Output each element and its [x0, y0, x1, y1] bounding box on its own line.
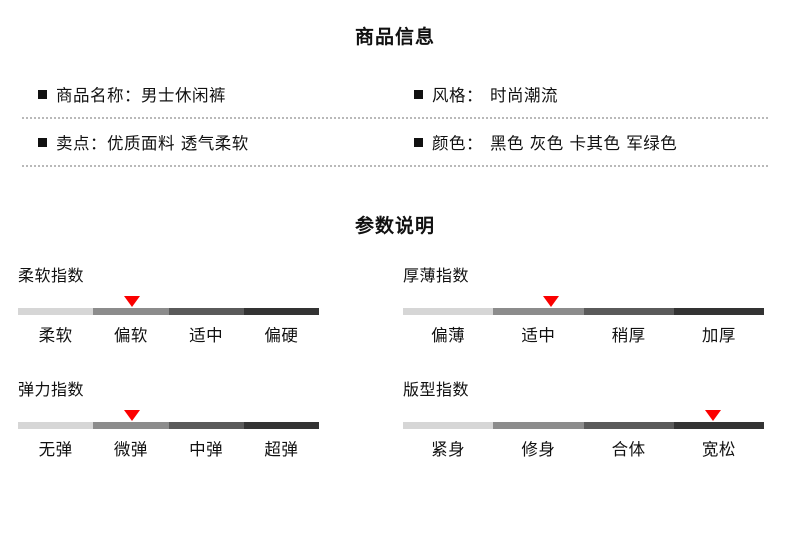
gauge-bar — [18, 422, 319, 429]
gauge-segment — [403, 422, 494, 429]
gauge-control[interactable]: 紧身 修身 合体 宽松 — [403, 409, 764, 460]
square-bullet-icon — [38, 137, 47, 147]
gauge-segment — [673, 308, 764, 315]
square-bullet-icon — [414, 89, 423, 99]
gauge-control[interactable]: 偏薄 适中 稍厚 加厚 — [403, 295, 764, 346]
gauge-marker-triangle-icon[interactable] — [705, 410, 722, 421]
gauge-segment — [493, 422, 584, 429]
gauge-label[interactable]: 偏软 — [113, 326, 148, 345]
info-item-color: 颜色： 黑色 灰色 卡其色 军绿色 — [395, 119, 790, 165]
gauge-control[interactable]: 无弹 微弹 中弹 超弹 — [18, 409, 319, 460]
gauge-marker-triangle-icon[interactable] — [124, 410, 141, 421]
gauge-elasticity: 弹力指数 无弹 微弹 中弹 超弹 — [18, 376, 395, 460]
gauge-labels: 无弹 微弹 中弹 超弹 — [18, 436, 319, 460]
gauge-title: 柔软指数 — [18, 266, 85, 285]
gauge-marker-track — [18, 295, 319, 308]
info-row: 商品名称： 男士休闲裤 风格： 时尚潮流 — [0, 71, 790, 117]
gauge-label[interactable]: 中弹 — [189, 440, 224, 459]
gauge-label[interactable]: 修身 — [521, 440, 556, 459]
gauge-label[interactable]: 适中 — [189, 326, 224, 345]
gauge-segment — [403, 308, 494, 315]
info-value: 优质面料 透气柔软 — [107, 134, 249, 153]
gauge-title: 厚薄指数 — [403, 266, 470, 285]
gauge-segment — [493, 308, 584, 315]
square-bullet-icon — [414, 137, 423, 147]
gauge-labels: 紧身 修身 合体 宽松 — [403, 436, 764, 460]
gauge-labels: 偏薄 适中 稍厚 加厚 — [403, 322, 764, 346]
gauge-marker-track — [18, 409, 319, 422]
product-info-title: 商品信息 — [354, 26, 435, 48]
gauge-label[interactable]: 偏薄 — [431, 326, 466, 345]
gauge-label[interactable]: 无弹 — [38, 440, 73, 459]
gauge-segment — [168, 422, 244, 429]
gauge-labels: 柔软 偏软 适中 偏硬 — [18, 322, 319, 346]
info-label: 卖点： — [56, 134, 107, 153]
gauge-segment — [18, 308, 94, 315]
gauge-marker-track — [403, 409, 764, 422]
gauge-label[interactable]: 稍厚 — [611, 326, 646, 345]
gauge-label[interactable]: 加厚 — [701, 326, 736, 345]
gauge-segment — [243, 308, 319, 315]
gauge-segment — [168, 308, 244, 315]
gauge-marker-triangle-icon[interactable] — [124, 296, 141, 307]
dotted-divider — [22, 165, 768, 167]
gauge-thickness: 厚薄指数 偏薄 适中 稍厚 加厚 — [395, 262, 772, 346]
gauge-label[interactable]: 微弹 — [113, 440, 148, 459]
gauge-label[interactable]: 合体 — [611, 440, 646, 459]
product-info-block: 商品名称： 男士休闲裤 风格： 时尚潮流 卖点： 优质面料 透气柔软 颜色： 黑… — [0, 71, 790, 167]
gauge-segment — [93, 422, 169, 429]
gauge-control[interactable]: 柔软 偏软 适中 偏硬 — [18, 295, 319, 346]
gauge-segment — [583, 422, 674, 429]
info-label: 风格： — [432, 86, 483, 105]
gauge-label[interactable]: 宽松 — [701, 440, 736, 459]
gauge-segment — [93, 308, 169, 315]
spec-gauges-area: 柔软指数 柔软 偏软 适中 偏硬 厚薄指数 — [0, 262, 790, 490]
gauge-bar — [403, 422, 764, 429]
info-item-style: 风格： 时尚潮流 — [395, 71, 790, 117]
gauge-softness: 柔软指数 柔软 偏软 适中 偏硬 — [18, 262, 395, 346]
info-item-product-name: 商品名称： 男士休闲裤 — [0, 71, 395, 117]
gauge-label[interactable]: 超弹 — [264, 440, 299, 459]
gauge-segment — [243, 422, 319, 429]
gauge-label[interactable]: 柔软 — [38, 326, 73, 345]
gauge-label[interactable]: 偏硬 — [264, 326, 299, 345]
gauge-title: 版型指数 — [403, 380, 470, 399]
gauge-label[interactable]: 适中 — [521, 326, 556, 345]
gauge-marker-track — [403, 295, 764, 308]
gauge-marker-triangle-icon[interactable] — [543, 296, 559, 307]
gauge-segment — [18, 422, 94, 429]
gauge-bar — [18, 308, 319, 315]
gauge-label[interactable]: 紧身 — [431, 440, 466, 459]
square-bullet-icon — [38, 89, 47, 99]
dotted-divider — [22, 117, 768, 119]
gauge-segment — [583, 308, 674, 315]
info-row: 卖点： 优质面料 透气柔软 颜色： 黑色 灰色 卡其色 军绿色 — [0, 119, 790, 165]
info-value: 黑色 灰色 卡其色 军绿色 — [490, 134, 678, 153]
info-value: 男士休闲裤 — [141, 86, 226, 105]
gauge-bar — [403, 308, 764, 315]
spec-section-title: 参数说明 — [354, 215, 435, 237]
info-value: 时尚潮流 — [490, 86, 558, 105]
info-item-selling-point: 卖点： 优质面料 透气柔软 — [0, 119, 395, 165]
gauge-segment — [673, 422, 764, 429]
gauge-title: 弹力指数 — [18, 380, 85, 399]
info-label: 颜色： — [432, 134, 483, 153]
gauge-fit: 版型指数 紧身 修身 合体 宽松 — [395, 376, 772, 460]
info-label: 商品名称： — [56, 86, 141, 105]
